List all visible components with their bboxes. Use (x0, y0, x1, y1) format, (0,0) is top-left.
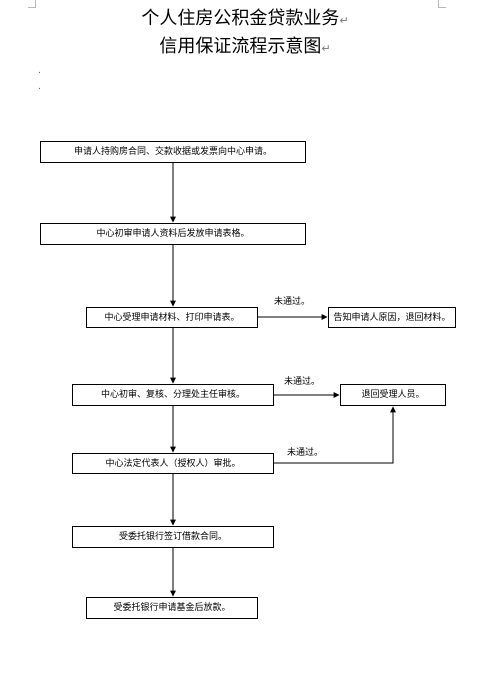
reject-box-return-materials: 告知申请人原因，退回材料。 (328, 307, 456, 328)
page-corner-mark-right (438, 0, 446, 8)
flow-step-initial-review: 中心初审申请人资料后发放申请表格。 (40, 223, 306, 245)
paragraph-marker: . (38, 82, 41, 92)
title-line-1-text: 个人住房公积金贷款业务 (141, 8, 340, 29)
edge-label-not-passed: 未通过。 (284, 377, 321, 387)
title-line-2-text: 信用保证流程示意图 (159, 36, 322, 57)
flow-step-audit: 中心初审、复核、分理处主任审核。 (72, 384, 274, 406)
paragraph-mark-icon: ↵ (321, 42, 331, 55)
flow-step-sign-contract: 受委托银行签订借款合同。 (72, 526, 274, 548)
flow-step-approval: 中心法定代表人（授权人）审批。 (72, 453, 274, 474)
title-line-2: 信用保证流程示意图↵ (0, 36, 490, 60)
title-line-1: 个人住房公积金贷款业务↵ (0, 8, 490, 32)
edge-label-not-passed: 未通过。 (274, 297, 311, 307)
page-corner-mark-left (28, 0, 36, 8)
reject-box-return-to-staff: 退回受理人员。 (340, 384, 446, 406)
arrow-step5-to-reject2 (274, 406, 396, 464)
flow-step-accept-materials: 中心受理申请材料、打印申请表。 (86, 307, 258, 328)
flow-step-loan-release: 受委托银行申请基金后放款。 (86, 597, 258, 619)
paragraph-mark-icon: ↵ (339, 14, 349, 27)
flow-step-apply: 申请人持购房合同、交款收据或发票向中心申请。 (40, 141, 306, 163)
paragraph-marker: . (38, 66, 41, 76)
edge-label-not-passed: 未通过。 (287, 448, 324, 458)
